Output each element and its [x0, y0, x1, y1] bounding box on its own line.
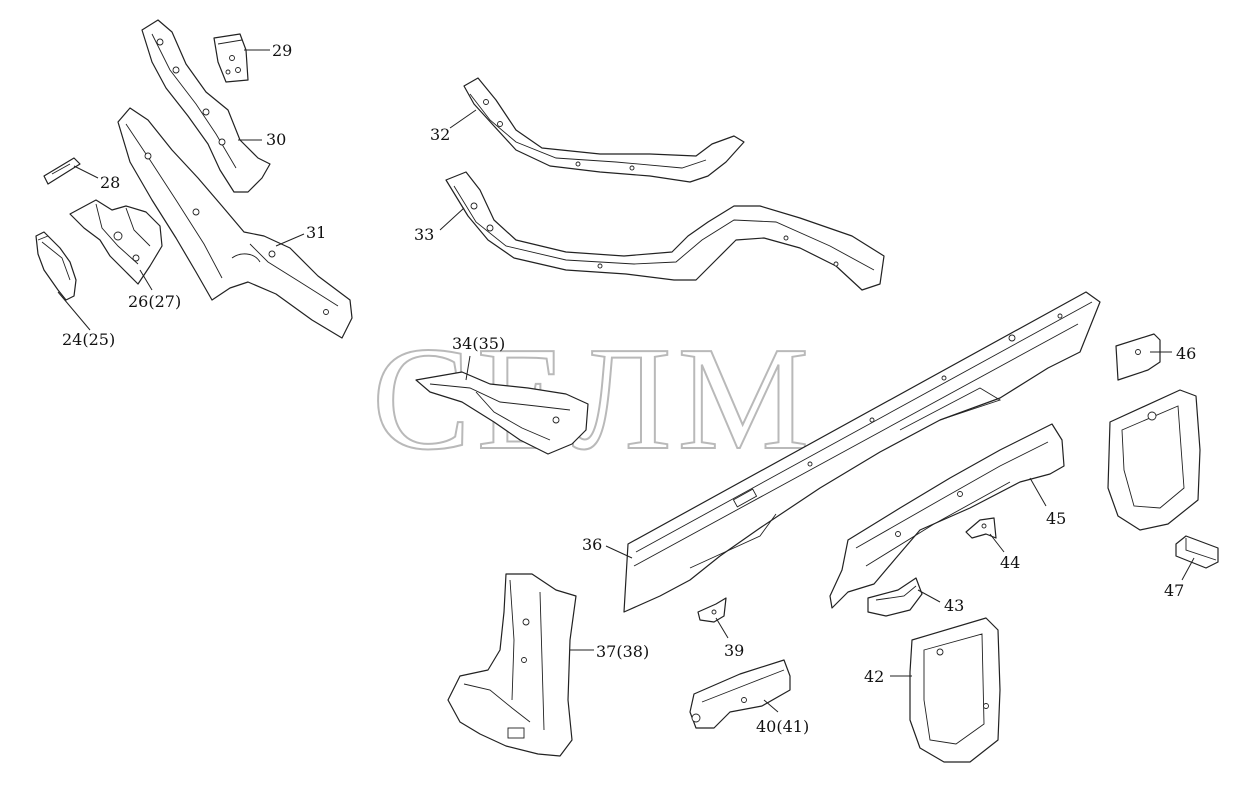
label-32: 32: [430, 125, 450, 144]
label-40: 40(41): [756, 717, 809, 736]
watermark: СЕЛМ: [372, 317, 815, 481]
label-39: 39: [724, 641, 744, 660]
part-40: [689, 659, 791, 729]
label-37: 37(38): [596, 642, 649, 661]
label-26: 26(27): [128, 292, 181, 311]
label-46: 46: [1176, 344, 1196, 363]
part-42: [909, 617, 1001, 763]
part-36: [623, 291, 1101, 613]
label-28: 28: [100, 173, 120, 192]
label-29: 29: [272, 41, 292, 60]
label-43: 43: [944, 596, 964, 615]
part-31: [117, 107, 353, 339]
part-32: [463, 77, 745, 183]
part-26: [69, 199, 163, 285]
part-labels: 24(25) 26(27) 28 29 30 31 32 33 34(35) 3…: [62, 41, 1196, 736]
part-29: [213, 33, 249, 83]
part-37: [447, 573, 577, 757]
label-24: 24(25): [62, 330, 115, 349]
part-43: [867, 577, 923, 617]
part-47: [1175, 535, 1219, 569]
label-36: 36: [582, 535, 602, 554]
label-47: 47: [1164, 581, 1184, 600]
part-33: [445, 171, 885, 291]
leader-lines: [57, 49, 1195, 713]
part-24: [35, 231, 77, 301]
part-46: [1115, 333, 1161, 381]
part-44: [965, 517, 997, 539]
label-33: 33: [414, 225, 434, 244]
part-45: [829, 423, 1065, 609]
label-42: 42: [864, 667, 884, 686]
part-39: [697, 597, 727, 623]
label-31: 31: [306, 223, 326, 242]
label-44: 44: [1000, 553, 1020, 572]
part-28: [43, 157, 81, 185]
label-45: 45: [1046, 509, 1066, 528]
label-34: 34(35): [452, 334, 505, 353]
label-30: 30: [266, 130, 286, 149]
part-34: [415, 371, 589, 455]
part-frame-right: [1107, 389, 1201, 531]
part-30: [141, 19, 271, 193]
